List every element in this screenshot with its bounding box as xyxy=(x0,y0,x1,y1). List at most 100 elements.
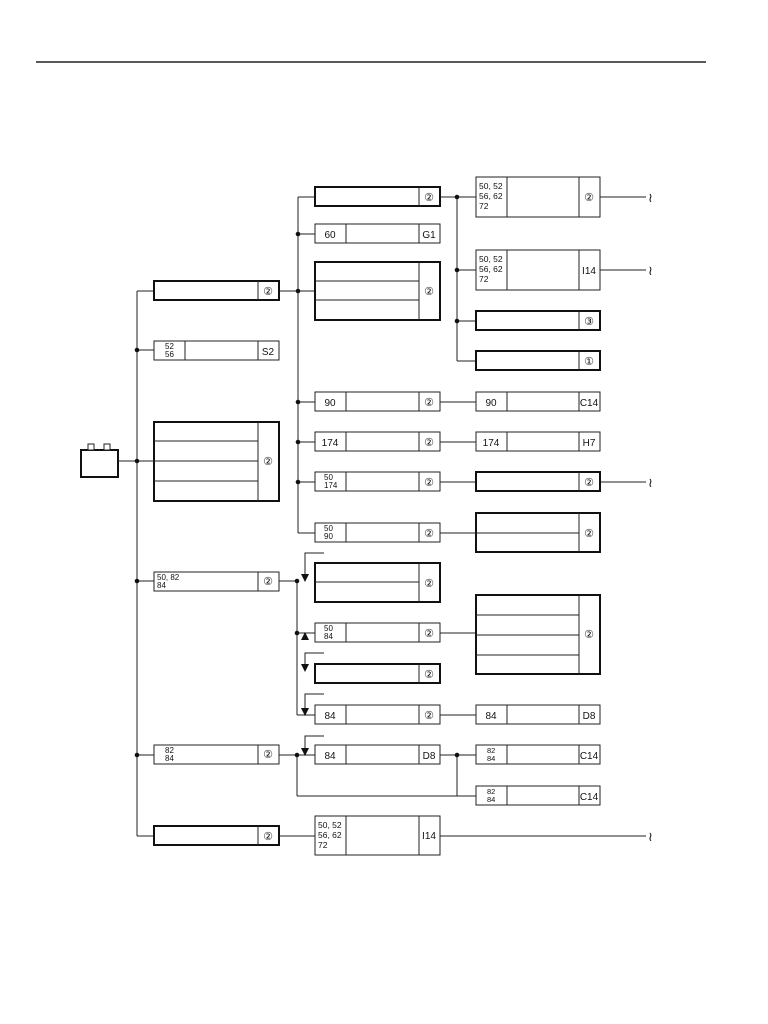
svg-text:②: ② xyxy=(424,628,434,640)
fuse-box-82-84: 82 84 ② xyxy=(153,744,280,765)
continuation-marks: ≀ ≀ ≀ ≀ xyxy=(648,190,653,844)
svg-text:②: ② xyxy=(424,669,434,681)
svg-text:72: 72 xyxy=(318,840,328,850)
fuse-box-50-84: 50 84 ② xyxy=(314,622,441,643)
svg-text:174: 174 xyxy=(322,438,339,449)
circled-2-label: ② xyxy=(263,286,273,298)
svg-text:84: 84 xyxy=(324,711,336,722)
battery-icon xyxy=(80,443,119,478)
arrow-heads xyxy=(301,574,309,756)
svg-text:52: 52 xyxy=(165,342,174,351)
svg-text:84: 84 xyxy=(157,581,166,590)
svg-text:60: 60 xyxy=(324,230,336,241)
svg-text:②: ② xyxy=(584,192,594,204)
svg-text:84: 84 xyxy=(487,754,495,763)
connector-c14-a: 90 C14 xyxy=(475,391,601,412)
fuse-box-main: ② xyxy=(153,280,280,301)
svg-text:50, 82: 50, 82 xyxy=(157,573,180,582)
connector-i14-top: 50, 52 56, 62 72 I14 xyxy=(475,249,601,291)
svg-text:90: 90 xyxy=(485,398,497,409)
svg-text:③: ③ xyxy=(584,316,594,328)
svg-text:82: 82 xyxy=(487,746,495,755)
svg-text:②: ② xyxy=(584,629,594,641)
svg-text:②: ② xyxy=(263,576,273,588)
svg-text:②: ② xyxy=(263,456,273,468)
connector-h7: 174 H7 xyxy=(475,431,601,452)
svg-text:①: ① xyxy=(584,356,594,368)
fuse-box-top: ② xyxy=(314,186,441,207)
svg-text:50: 50 xyxy=(324,473,333,482)
connector-right-mid: ② xyxy=(475,471,601,492)
svg-text:I14: I14 xyxy=(582,266,596,277)
connector-c14-c: 82 84 C14 xyxy=(475,785,601,806)
continuation-mark: ≀ xyxy=(648,475,653,490)
svg-text:50, 52: 50, 52 xyxy=(318,820,342,830)
svg-text:S2: S2 xyxy=(262,347,275,358)
fuse-box-84: 84 ② xyxy=(314,704,441,725)
fuse-box-50-174: 50 174 ② xyxy=(314,471,441,492)
fuse-box-bottom: ② xyxy=(153,825,280,846)
connector-stack-right-b: ② xyxy=(475,594,601,675)
connector-stack-right-a: ② xyxy=(475,512,601,553)
fuse-box-stack: ② xyxy=(153,421,280,502)
fuse-box-50-90: 50 90 ② xyxy=(314,522,441,543)
fuse-box-174: 174 ② xyxy=(314,431,441,452)
svg-text:C14: C14 xyxy=(580,398,599,409)
svg-text:I14: I14 xyxy=(422,831,436,842)
svg-text:84: 84 xyxy=(324,632,333,641)
svg-text:②: ② xyxy=(584,528,594,540)
svg-text:②: ② xyxy=(424,286,434,298)
svg-text:②: ② xyxy=(263,749,273,761)
svg-text:90: 90 xyxy=(324,398,336,409)
svg-text:56, 62: 56, 62 xyxy=(479,191,503,201)
svg-text:82: 82 xyxy=(165,746,174,755)
svg-text:②: ② xyxy=(424,192,434,204)
svg-text:72: 72 xyxy=(479,201,489,211)
svg-text:84: 84 xyxy=(165,754,174,763)
svg-text:②: ② xyxy=(263,831,273,843)
connector-circled-3: ③ xyxy=(475,310,601,331)
continuation-mark: ≀ xyxy=(648,263,653,278)
wiring-lines xyxy=(118,196,646,837)
svg-text:84: 84 xyxy=(485,711,497,722)
svg-text:56, 62: 56, 62 xyxy=(318,830,342,840)
fuse-box-stack-lower: ② xyxy=(314,562,441,603)
svg-text:56: 56 xyxy=(165,350,174,359)
fuse-box-s2: 52 56 S2 xyxy=(153,340,280,361)
svg-text:H7: H7 xyxy=(583,438,596,449)
svg-text:②: ② xyxy=(424,477,434,489)
fuse-box-90: 90 ② xyxy=(314,391,441,412)
connector-circled-1: ① xyxy=(475,350,601,371)
svg-text:②: ② xyxy=(424,710,434,722)
svg-text:82: 82 xyxy=(487,787,495,796)
svg-text:②: ② xyxy=(584,477,594,489)
svg-text:50: 50 xyxy=(324,624,333,633)
svg-text:②: ② xyxy=(424,578,434,590)
svg-text:56, 62: 56, 62 xyxy=(479,264,503,274)
fuse-box-d8-mid: 84 D8 xyxy=(314,744,441,765)
svg-text:②: ② xyxy=(424,437,434,449)
connector-d8: 84 D8 xyxy=(475,704,601,725)
svg-text:②: ② xyxy=(424,528,434,540)
connector-top-a: 50, 52 56, 62 72 ② xyxy=(475,176,601,218)
svg-text:84: 84 xyxy=(487,795,495,804)
svg-text:②: ② xyxy=(424,397,434,409)
fuse-box-stack-mid: ② xyxy=(314,261,441,321)
svg-text:D8: D8 xyxy=(583,711,596,722)
fuse-box-i14-bottom: 50, 52 56, 62 72 I14 xyxy=(314,815,441,856)
continuation-mark: ≀ xyxy=(648,190,653,205)
svg-text:50: 50 xyxy=(324,524,333,533)
fuse-box-mid-single: ② xyxy=(314,663,441,684)
fuse-box-50-82-84: 50, 82 84 ② xyxy=(153,571,280,592)
svg-text:84: 84 xyxy=(324,751,336,762)
svg-text:174: 174 xyxy=(483,438,500,449)
svg-text:D8: D8 xyxy=(423,751,436,762)
fuse-box-g1: 60 G1 xyxy=(314,223,441,244)
svg-text:C14: C14 xyxy=(580,751,599,762)
svg-text:174: 174 xyxy=(324,481,338,490)
svg-text:72: 72 xyxy=(479,274,489,284)
continuation-mark: ≀ xyxy=(648,829,653,844)
svg-text:50, 52: 50, 52 xyxy=(479,254,503,264)
svg-text:G1: G1 xyxy=(422,230,436,241)
